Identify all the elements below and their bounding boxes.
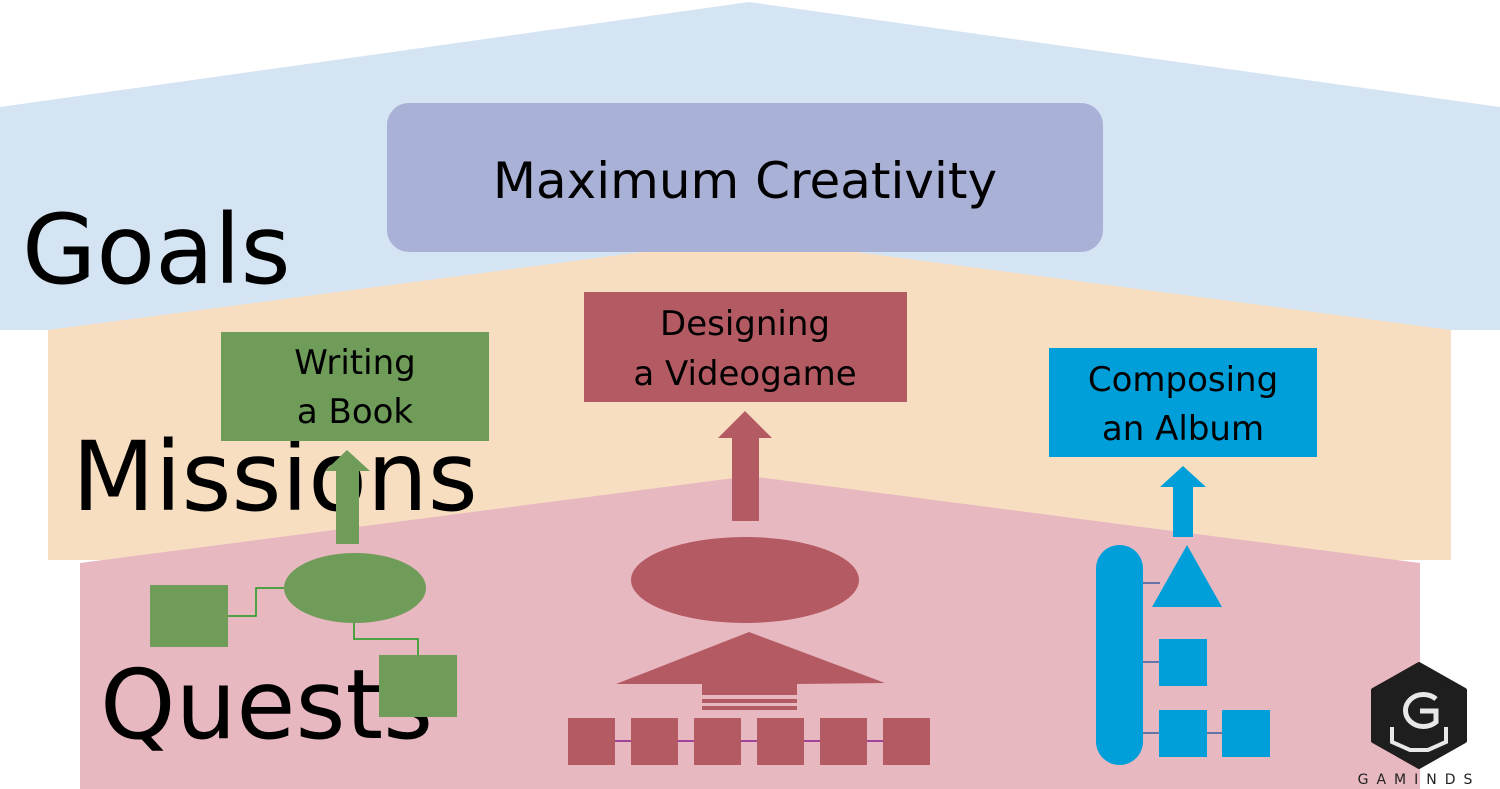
quest-square xyxy=(150,585,228,647)
mission-label: Designing xyxy=(660,304,830,344)
logo-text: GAMINDS xyxy=(1358,772,1481,788)
quest-square xyxy=(379,655,457,717)
quest-triangle xyxy=(1152,545,1222,607)
mission-label: Writing xyxy=(294,343,415,383)
connector-line xyxy=(228,587,284,617)
quest-ellipse xyxy=(631,537,859,623)
mission-box-writing-book xyxy=(221,332,489,441)
mission-label: an Album xyxy=(1102,409,1264,449)
mission-box-designing-videogame xyxy=(584,292,907,402)
goal-label: Maximum Creativity xyxy=(493,152,997,210)
designing-videogame-group: Designing a Videogame xyxy=(568,292,930,765)
gaminds-logo: GAMINDS xyxy=(1358,662,1481,788)
quest-square xyxy=(1222,710,1270,757)
logo-mark xyxy=(1390,727,1448,752)
connector-line xyxy=(353,623,419,655)
quest-ellipse xyxy=(284,553,426,623)
logo-mark xyxy=(1403,692,1439,729)
quest-square xyxy=(1159,639,1207,686)
quest-square xyxy=(1159,710,1207,757)
arrow-up-icon xyxy=(1160,466,1206,537)
arrow-up-icon xyxy=(325,450,370,544)
goals-label: Goals xyxy=(22,194,291,306)
arrow-up-icon xyxy=(718,411,772,521)
quest-square xyxy=(568,718,615,765)
quest-square xyxy=(694,718,741,765)
big-arrow-up-icon xyxy=(616,632,885,695)
arrow-stripe xyxy=(702,699,797,703)
arrow-stripe xyxy=(702,706,797,710)
quest-pill xyxy=(1096,545,1143,765)
mission-label: a Book xyxy=(297,392,414,432)
writing-book-group: Writing a Book xyxy=(150,332,489,655)
quest-square xyxy=(757,718,804,765)
goal-box xyxy=(387,103,1103,252)
composing-album-group: Composing an Album xyxy=(1049,348,1317,765)
mission-label: Composing xyxy=(1088,360,1278,400)
quest-square xyxy=(883,718,930,765)
mission-box-composing-album xyxy=(1049,348,1317,457)
quest-square xyxy=(820,718,867,765)
logo-hexagon xyxy=(1371,662,1467,769)
quest-square xyxy=(631,718,678,765)
mission-label: a Videogame xyxy=(633,354,856,394)
quests-label: Quests xyxy=(100,649,433,761)
